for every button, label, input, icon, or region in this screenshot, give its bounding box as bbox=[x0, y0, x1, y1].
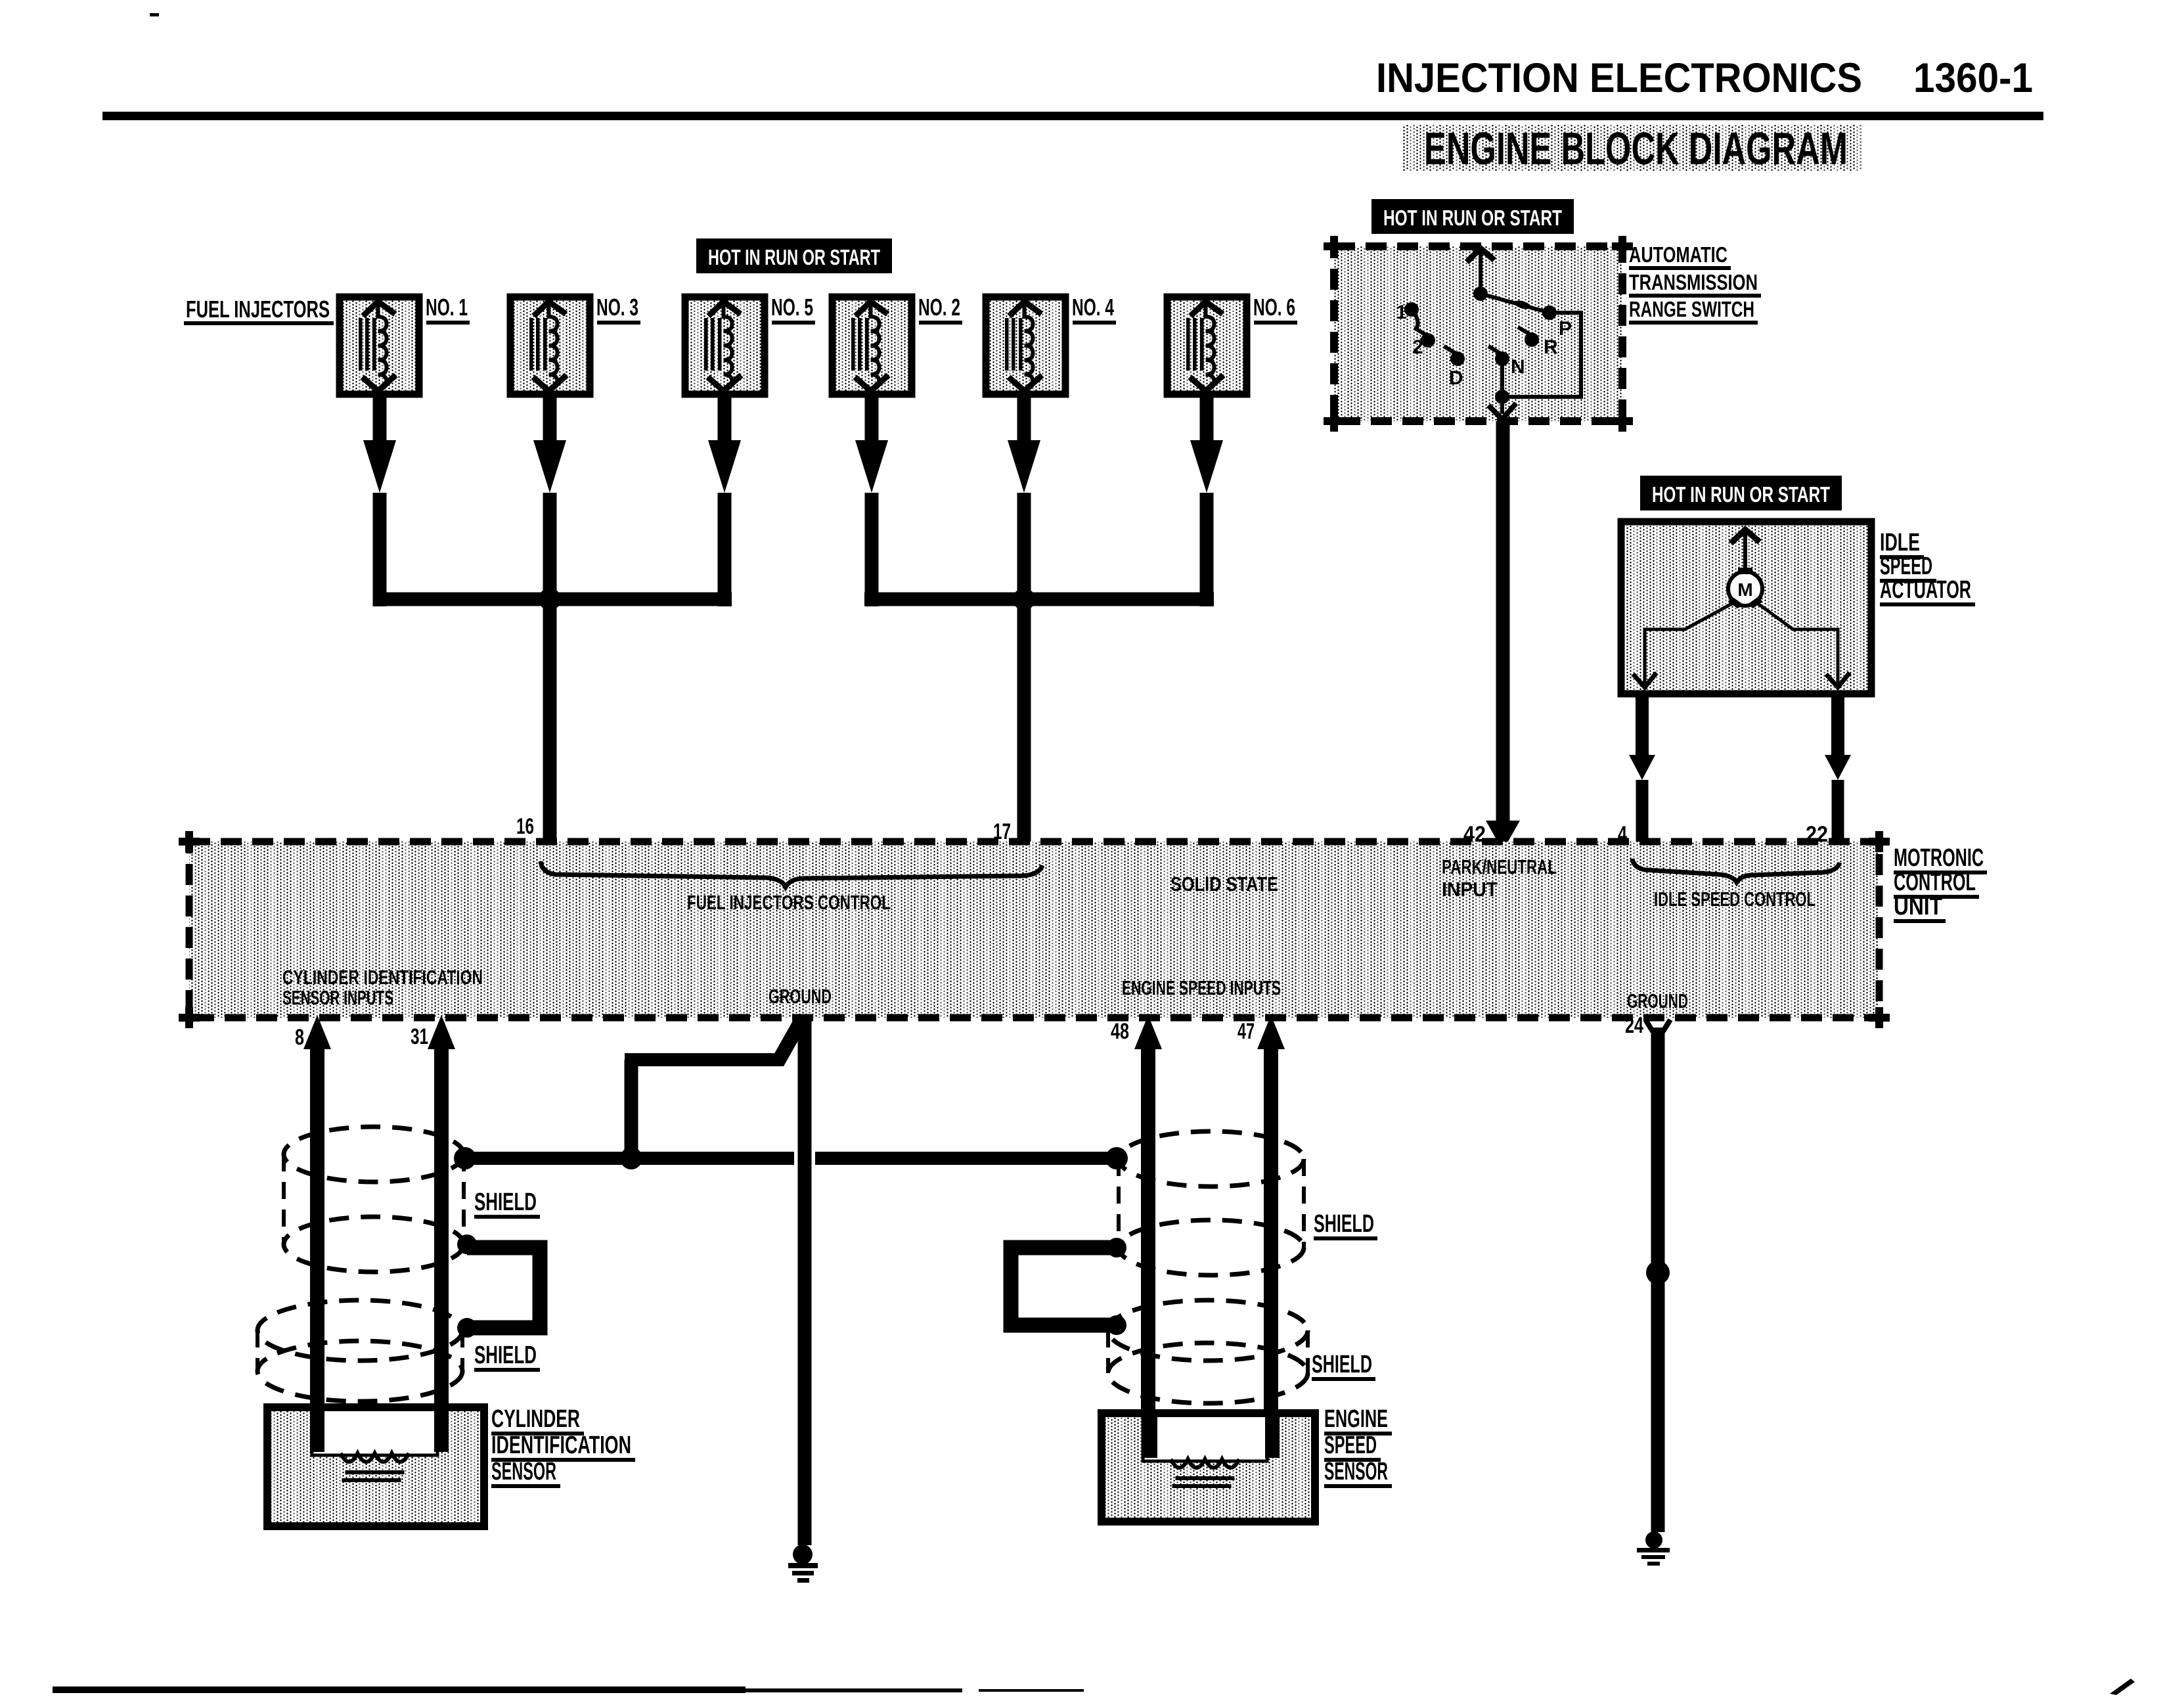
svg-text:42: 42 bbox=[1463, 822, 1486, 847]
svg-text:P: P bbox=[1559, 318, 1572, 340]
svg-text:MOTRONIC: MOTRONIC bbox=[1894, 844, 1984, 872]
svg-text:HOT IN RUN OR START: HOT IN RUN OR START bbox=[1383, 206, 1562, 230]
svg-text:31: 31 bbox=[411, 1024, 428, 1049]
svg-text:GROUND: GROUND bbox=[1627, 989, 1688, 1012]
svg-text:SHIELD: SHIELD bbox=[474, 1188, 537, 1216]
svg-text:ENGINE SPEED INPUTS: ENGINE SPEED INPUTS bbox=[1122, 976, 1281, 999]
svg-text:SHIELD: SHIELD bbox=[1314, 1210, 1374, 1238]
svg-text:4: 4 bbox=[1618, 822, 1627, 847]
svg-text:NO. 2: NO. 2 bbox=[918, 294, 960, 321]
svg-text:SENSOR INPUTS: SENSOR INPUTS bbox=[282, 986, 393, 1009]
svg-text:CONTROL: CONTROL bbox=[1894, 869, 1976, 896]
svg-text:17: 17 bbox=[993, 819, 1011, 844]
svg-text:NO. 4: NO. 4 bbox=[1072, 294, 1114, 321]
svg-text:TRANSMISSION: TRANSMISSION bbox=[1629, 270, 1758, 294]
svg-text:HOT IN RUN OR START: HOT IN RUN OR START bbox=[708, 245, 880, 269]
svg-text:IDENTIFICATION: IDENTIFICATION bbox=[491, 1432, 631, 1459]
svg-text:8: 8 bbox=[295, 1025, 304, 1050]
svg-text:AUTOMATIC: AUTOMATIC bbox=[1629, 242, 1727, 267]
svg-text:SENSOR: SENSOR bbox=[491, 1458, 556, 1485]
svg-text:GROUND: GROUND bbox=[769, 985, 832, 1008]
svg-text:ACTUATOR: ACTUATOR bbox=[1880, 576, 1971, 604]
svg-text:SPEED: SPEED bbox=[1324, 1432, 1377, 1459]
svg-text:IDLE SPEED CONTROL: IDLE SPEED CONTROL bbox=[1654, 888, 1816, 911]
svg-text:1360-1: 1360-1 bbox=[1913, 55, 2033, 101]
svg-text:N: N bbox=[1511, 356, 1525, 378]
svg-text:47: 47 bbox=[1237, 1019, 1255, 1044]
svg-text:24: 24 bbox=[1625, 1013, 1643, 1038]
svg-text:D: D bbox=[1449, 367, 1463, 389]
svg-text:SHIELD: SHIELD bbox=[474, 1342, 537, 1369]
svg-text:NO. 5: NO. 5 bbox=[771, 294, 813, 321]
svg-text:22: 22 bbox=[1806, 822, 1828, 847]
svg-text:1: 1 bbox=[1396, 302, 1407, 323]
svg-text:SHIELD: SHIELD bbox=[1312, 1351, 1372, 1378]
svg-text:HOT IN RUN OR START: HOT IN RUN OR START bbox=[1652, 482, 1830, 507]
svg-text:ENGINE: ENGINE bbox=[1324, 1405, 1388, 1433]
svg-text:NO. 6: NO. 6 bbox=[1253, 294, 1295, 321]
svg-text:48: 48 bbox=[1111, 1019, 1129, 1044]
svg-text:CYLINDER IDENTIFICATION: CYLINDER IDENTIFICATION bbox=[282, 966, 483, 989]
svg-text:M: M bbox=[1737, 579, 1752, 600]
svg-text:FUEL INJECTORS: FUEL INJECTORS bbox=[186, 296, 330, 323]
svg-text:2: 2 bbox=[1412, 336, 1423, 358]
svg-text:NO. 3: NO. 3 bbox=[596, 294, 638, 321]
svg-text:SOLID STATE: SOLID STATE bbox=[1170, 872, 1278, 895]
svg-text:UNIT: UNIT bbox=[1894, 893, 1942, 920]
svg-text:RANGE SWITCH: RANGE SWITCH bbox=[1629, 297, 1754, 321]
svg-text:R: R bbox=[1544, 336, 1558, 358]
svg-text:FUEL INJECTORS CONTROL: FUEL INJECTORS CONTROL bbox=[687, 891, 891, 914]
svg-text:ENGINE BLOCK DIAGRAM: ENGINE BLOCK DIAGRAM bbox=[1424, 123, 1848, 174]
svg-text:IDLE: IDLE bbox=[1880, 529, 1920, 556]
svg-text:INPUT: INPUT bbox=[1442, 878, 1498, 901]
svg-text:PARK/NEUTRAL: PARK/NEUTRAL bbox=[1442, 855, 1557, 878]
svg-text:CYLINDER: CYLINDER bbox=[491, 1405, 580, 1433]
svg-text:SPEED: SPEED bbox=[1880, 553, 1932, 580]
svg-text:16: 16 bbox=[516, 814, 534, 839]
svg-text:INJECTION ELECTRONICS: INJECTION ELECTRONICS bbox=[1376, 55, 1862, 101]
svg-text:NO. 1: NO. 1 bbox=[426, 294, 468, 321]
svg-text:SENSOR: SENSOR bbox=[1324, 1458, 1388, 1485]
